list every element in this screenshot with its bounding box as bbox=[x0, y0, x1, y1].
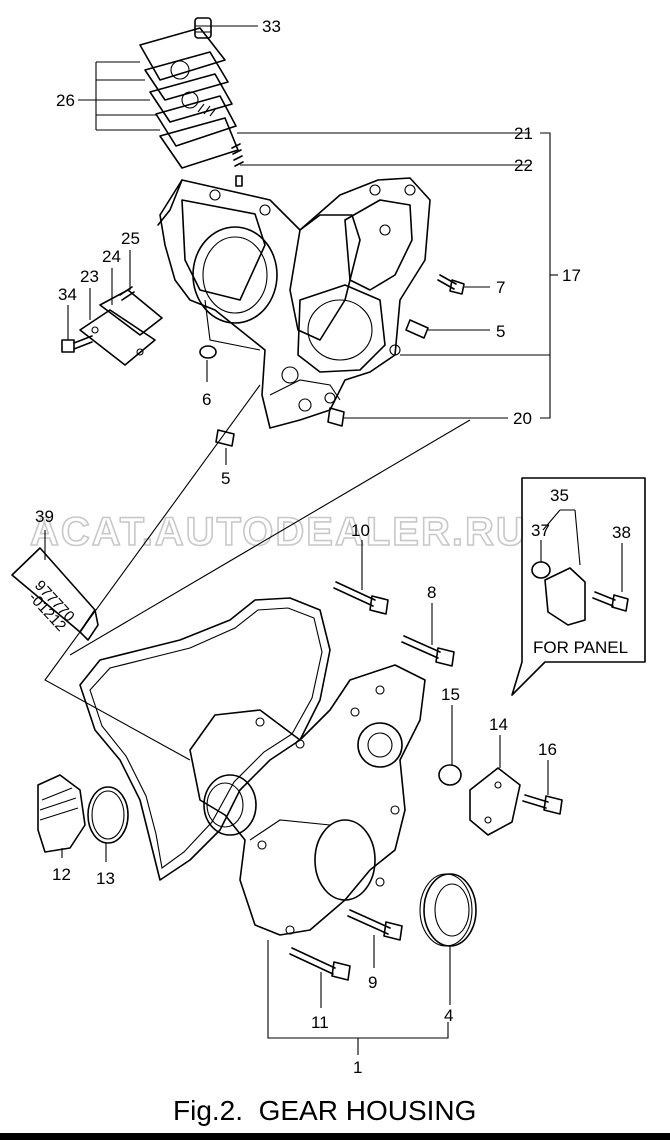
callout-25: 25 bbox=[121, 229, 140, 248]
o-ring-15 bbox=[438, 764, 462, 786]
spring-pin bbox=[231, 143, 244, 187]
callout-5-upper: 5 bbox=[496, 322, 505, 341]
gasket-stack bbox=[139, 27, 239, 169]
callout-8: 8 bbox=[427, 583, 436, 602]
callout-39: 39 bbox=[35, 507, 54, 526]
panel-inset bbox=[511, 477, 646, 696]
oil-seal bbox=[419, 873, 477, 947]
callout-26: 26 bbox=[56, 91, 75, 110]
stud-25 bbox=[119, 286, 135, 301]
figure-caption: Fig.2. GEAR HOUSING bbox=[173, 1095, 476, 1126]
callout-9: 9 bbox=[368, 973, 377, 992]
filler-cap bbox=[37, 774, 86, 853]
callout-4: 4 bbox=[444, 1006, 453, 1025]
cap-nut bbox=[194, 17, 212, 39]
callout-20: 20 bbox=[513, 409, 532, 428]
callout-23: 23 bbox=[80, 267, 99, 286]
bolt-8 bbox=[401, 635, 455, 667]
callout-34: 34 bbox=[58, 285, 77, 304]
callout-12: 12 bbox=[52, 865, 71, 884]
callout-7: 7 bbox=[496, 278, 505, 297]
callout-13: 13 bbox=[96, 869, 115, 888]
bracket-17 bbox=[237, 132, 558, 419]
bracket-1 bbox=[267, 940, 449, 1039]
callout-14: 14 bbox=[489, 715, 508, 734]
gasket-large bbox=[79, 597, 331, 881]
callout-33: 33 bbox=[262, 17, 281, 36]
upper-housing bbox=[157, 177, 431, 429]
callout-11: 11 bbox=[311, 1013, 329, 1032]
bolt-34 bbox=[61, 335, 93, 353]
callout-24: 24 bbox=[102, 247, 121, 266]
callout-6: 6 bbox=[202, 390, 211, 409]
callout-22: 22 bbox=[514, 156, 533, 175]
callout-15: 15 bbox=[441, 685, 460, 704]
bolt-16 bbox=[522, 794, 563, 815]
dowel-5-upper bbox=[405, 319, 429, 339]
panel-note: FOR PANEL bbox=[533, 638, 628, 657]
bolt-9 bbox=[347, 909, 403, 941]
dowel-5-lower bbox=[215, 429, 235, 447]
cover-plate bbox=[79, 289, 163, 366]
o-ring-13 bbox=[87, 786, 129, 844]
projection-left bbox=[44, 384, 261, 761]
callout-1: 1 bbox=[353, 1058, 362, 1077]
watermark-text: ACAT.AUTODEALER.RU bbox=[30, 510, 527, 554]
callout-10: 10 bbox=[351, 521, 370, 540]
dowel-20 bbox=[327, 407, 345, 427]
callout-35: 35 bbox=[550, 486, 569, 505]
o-ring-13-inner bbox=[91, 790, 125, 840]
leader-26 bbox=[78, 61, 160, 131]
o-ring-6 bbox=[199, 345, 217, 359]
callout-5-lower: 5 bbox=[221, 469, 230, 488]
callout-37: 37 bbox=[531, 521, 550, 540]
callout-16: 16 bbox=[538, 740, 557, 759]
cover-14 bbox=[469, 767, 521, 836]
lower-housing bbox=[189, 664, 426, 936]
callout-38: 38 bbox=[612, 523, 631, 542]
sealant-tube: 977770 -01212 bbox=[11, 547, 99, 641]
bolt-10 bbox=[333, 581, 389, 615]
bottom-rule bbox=[0, 1133, 670, 1140]
callout-21: 21 bbox=[514, 124, 533, 143]
projection-right bbox=[69, 419, 471, 656]
bolt-7 bbox=[437, 274, 465, 295]
bolt-11 bbox=[289, 947, 351, 981]
callout-17: 17 bbox=[562, 266, 581, 285]
